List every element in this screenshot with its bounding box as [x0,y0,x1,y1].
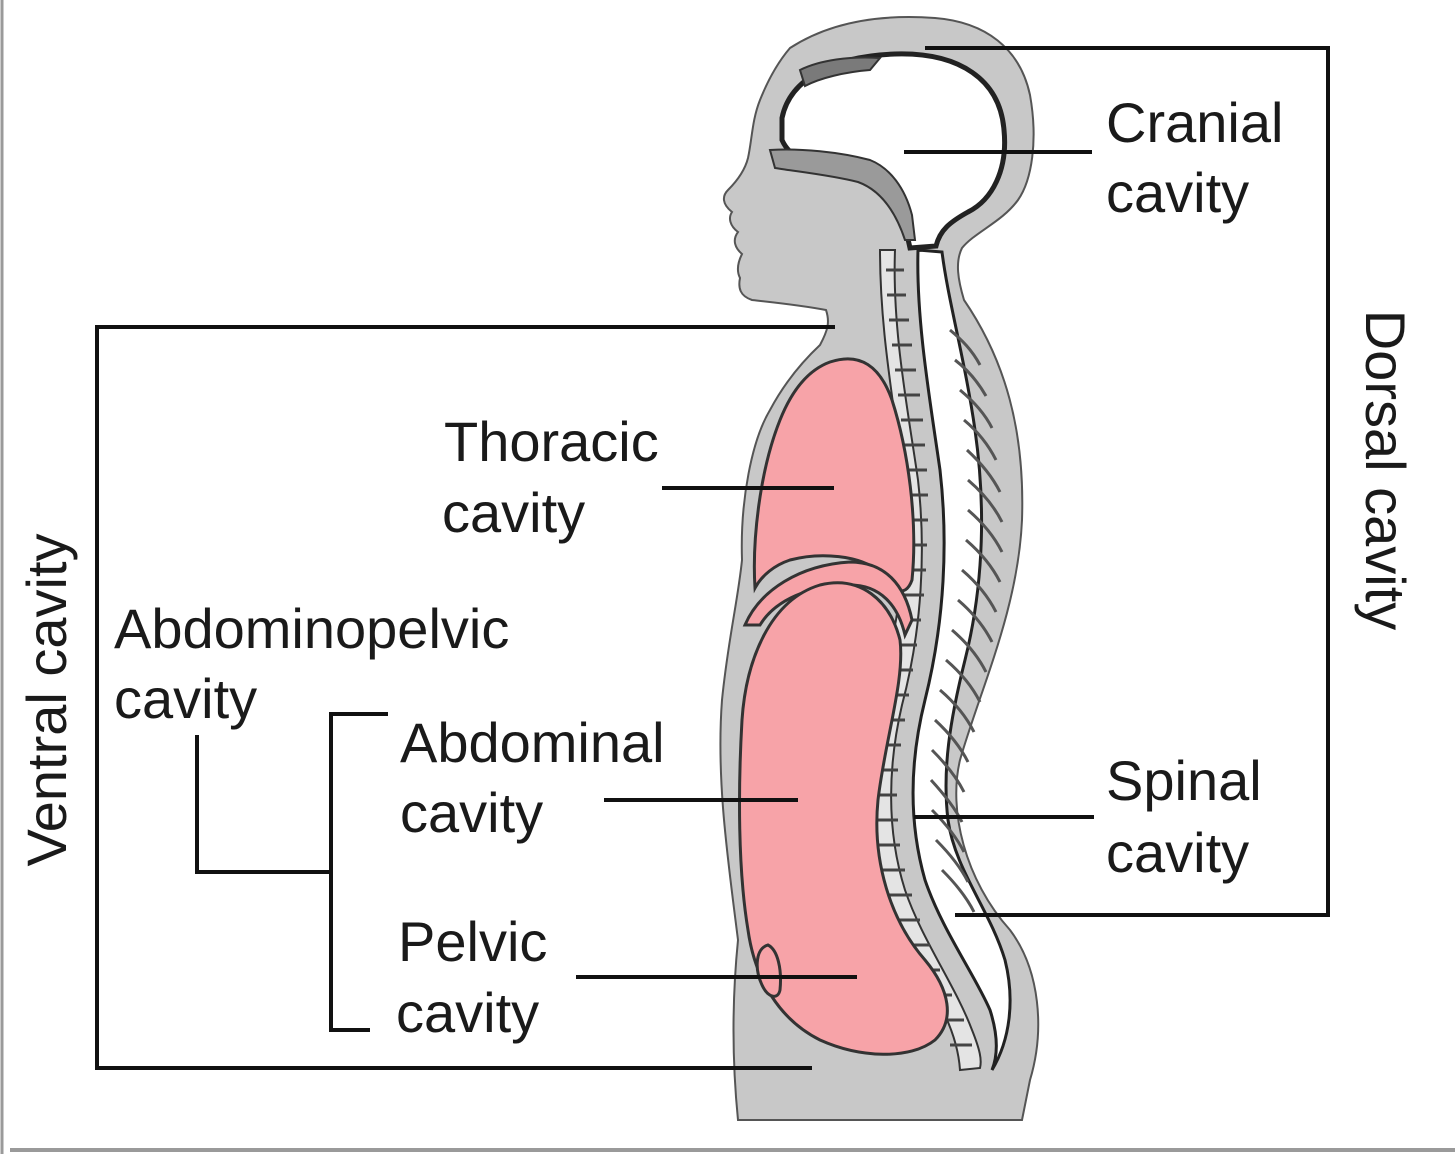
spinal-label-line1: Spinal [1106,749,1262,812]
abdominopelvic-connector [195,735,331,874]
brain-wedge [798,56,883,88]
spinous-processes [929,328,1004,913]
dorsal-bracket [925,46,1330,917]
pelvic-label-line1: Pelvic [398,910,547,973]
abdominopelvic-bracket [329,712,388,1032]
cranial-label-line1: Cranial [1106,91,1283,154]
ventral-cavity-label: Ventral cavity [15,533,78,866]
bladder-shape [755,943,782,998]
spinal-canal [911,248,1012,1071]
pelvic-label-line2: cavity [396,981,539,1044]
brain-base [768,148,917,241]
abdominopelvic-label-line1: Abdominopelvic [114,597,509,660]
thoracic-label-line1: Thoracic [444,410,659,473]
abdominal-label-line1: Abdominal [400,711,665,774]
cranial-label-line2: cavity [1106,161,1249,224]
abdominopelvic-label-line2: cavity [114,667,257,730]
thoracic-label-line2: cavity [442,481,585,544]
abdominal-label-line2: cavity [400,781,543,844]
dorsal-cavity-label: Dorsal cavity [1354,310,1417,631]
ventral-bracket [95,325,835,1070]
spinal-label-line2: cavity [1106,821,1249,884]
thoracic-cavity-shape [752,357,916,594]
body-silhouette [719,16,1040,1121]
abdominopelvic-cavity-shape [738,581,949,1056]
